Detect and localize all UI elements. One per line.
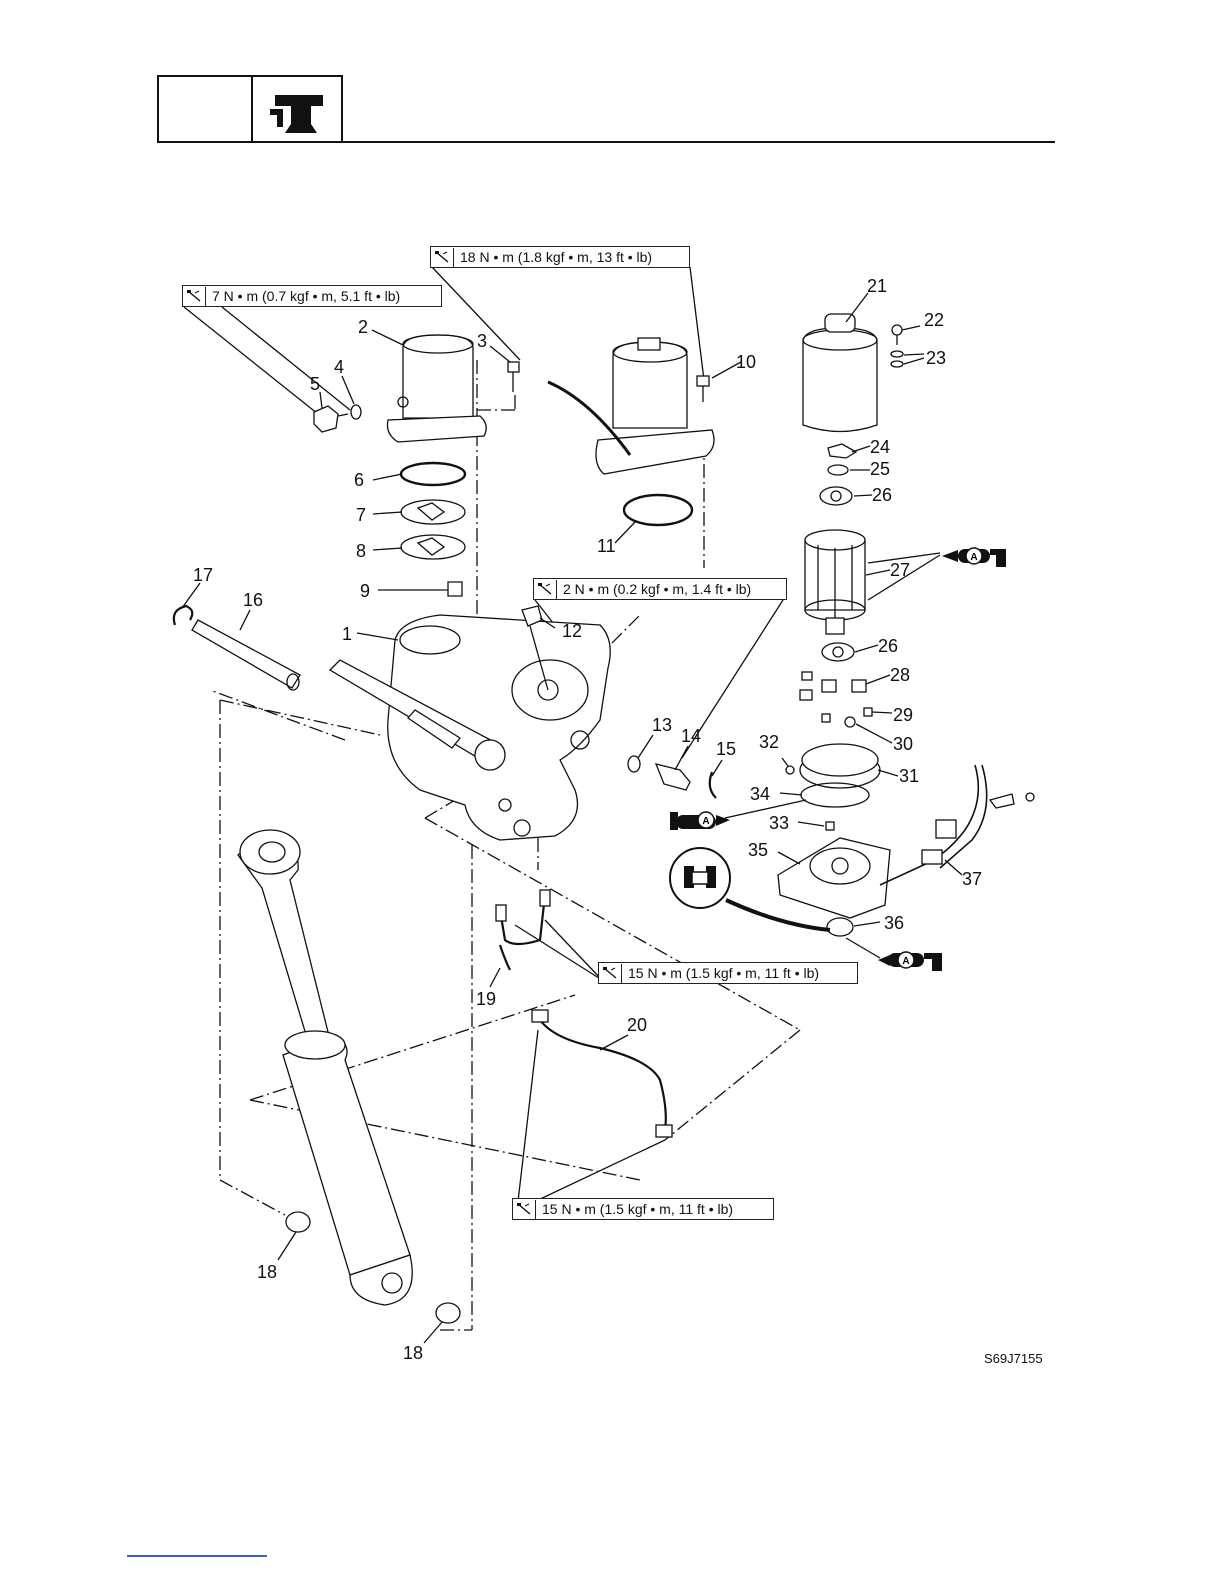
callout-15: 15 <box>716 740 736 758</box>
torque-value: 18 N • m (1.8 kgf • m, 13 ft • lb) <box>454 249 658 265</box>
callout-18-lower: 18 <box>403 1344 423 1362</box>
callout-32: 32 <box>759 733 779 751</box>
callout-20: 20 <box>627 1016 647 1034</box>
torque-wrench-icon <box>431 248 454 267</box>
torque-wrench-icon <box>183 287 206 306</box>
torque-label-2nm: 2 N • m (0.2 kgf • m, 1.4 ft • lb) <box>533 578 787 600</box>
callout-22: 22 <box>924 311 944 329</box>
callout-35: 35 <box>748 841 768 859</box>
callout-7: 7 <box>356 506 366 524</box>
callout-36: 36 <box>884 914 904 932</box>
callout-12: 12 <box>562 622 582 640</box>
callout-25: 25 <box>870 460 890 478</box>
callout-24: 24 <box>870 438 890 456</box>
torque-wrench-icon <box>534 580 557 599</box>
callout-1: 1 <box>342 625 352 643</box>
callout-10: 10 <box>736 353 756 371</box>
grease-symbol-bottom: A <box>878 952 942 971</box>
callout-8: 8 <box>356 542 366 560</box>
callout-30: 30 <box>893 735 913 753</box>
torque-label-15nm-upper: 15 N • m (1.5 kgf • m, 11 ft • lb) <box>598 962 858 984</box>
grease-marker-label: A <box>970 552 977 563</box>
torque-label-7nm: 7 N • m (0.7 kgf • m, 5.1 ft • lb) <box>182 285 442 307</box>
callout-16: 16 <box>243 591 263 609</box>
grease-marker-label: A <box>702 816 709 827</box>
magnified-detail <box>670 848 730 908</box>
callout-23: 23 <box>926 349 946 367</box>
callout-21: 21 <box>867 277 887 295</box>
callout-14: 14 <box>681 727 701 745</box>
callout-31: 31 <box>899 767 919 785</box>
torque-value: 7 N • m (0.7 kgf • m, 5.1 ft • lb) <box>206 288 406 304</box>
callout-19: 19 <box>476 990 496 1008</box>
callout-4: 4 <box>334 358 344 376</box>
figure-code: S69J7155 <box>984 1351 1043 1366</box>
callout-11: 11 <box>597 537 616 555</box>
callout-13: 13 <box>652 716 672 734</box>
callout-37: 37 <box>962 870 982 888</box>
torque-wrench-icon <box>513 1200 536 1219</box>
callout-33: 33 <box>769 814 789 832</box>
torque-wrench-icon <box>599 964 622 983</box>
torque-value: 15 N • m (1.5 kgf • m, 11 ft • lb) <box>622 965 825 981</box>
callout-27: 27 <box>890 561 910 579</box>
callout-6: 6 <box>354 471 364 489</box>
callout-9: 9 <box>360 582 370 600</box>
torque-label-18nm: 18 N • m (1.8 kgf • m, 13 ft • lb) <box>430 246 690 268</box>
callout-3: 3 <box>477 332 487 350</box>
callout-26-upper: 26 <box>872 486 892 504</box>
callout-34: 34 <box>750 785 770 803</box>
torque-label-15nm-lower: 15 N • m (1.5 kgf • m, 11 ft • lb) <box>512 1198 774 1220</box>
callout-17: 17 <box>193 566 213 584</box>
callout-26-lower: 26 <box>878 637 898 655</box>
bottom-link-rule[interactable] <box>127 1555 267 1557</box>
torque-value: 2 N • m (0.2 kgf • m, 1.4 ft • lb) <box>557 581 757 597</box>
callout-28: 28 <box>890 666 910 684</box>
callout-29: 29 <box>893 706 913 724</box>
callout-2: 2 <box>358 318 368 336</box>
torque-value: 15 N • m (1.5 kgf • m, 11 ft • lb) <box>536 1201 739 1217</box>
callout-5: 5 <box>310 375 320 393</box>
grease-symbol-middle: A <box>670 812 730 830</box>
grease-symbol-top: A <box>942 548 1006 567</box>
callout-18-upper: 18 <box>257 1263 277 1281</box>
grease-marker-label: A <box>902 956 909 967</box>
